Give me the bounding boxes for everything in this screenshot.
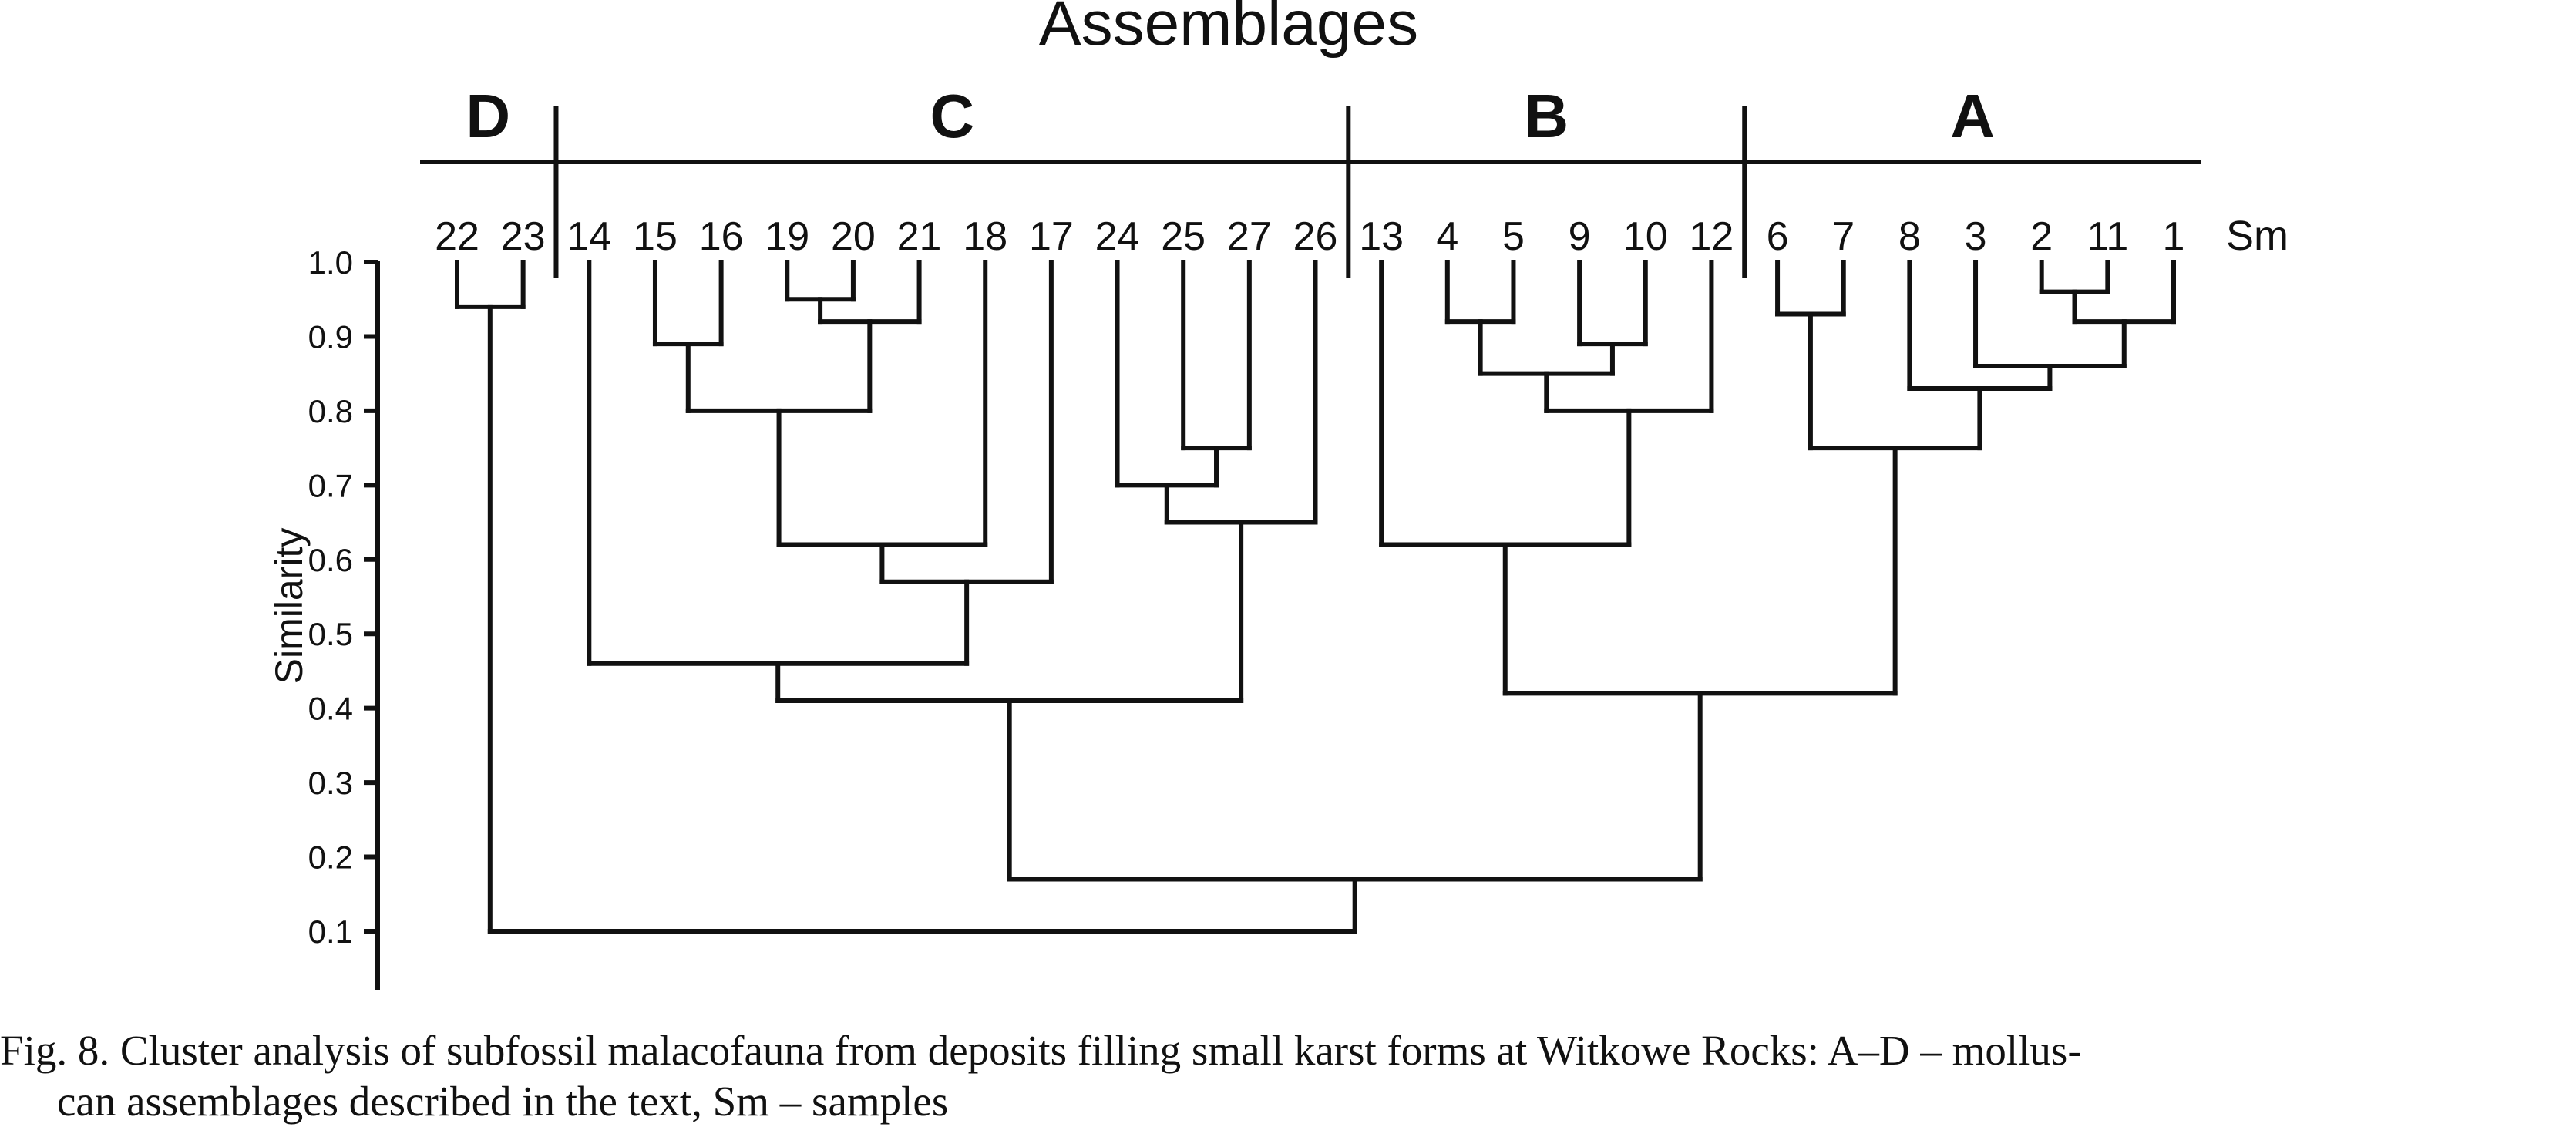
dendrogram-links [455,260,2176,934]
y-tick-label: 0.2 [308,839,353,876]
assemblage-label-b: B [1524,82,1569,150]
sample-label: 21 [897,214,942,259]
y-axis: 0.1 0.2 0.3 0.4 0.5 0.6 0.7 0.8 0.9 1.0 [308,244,380,990]
sample-label: 23 [501,214,546,259]
sample-label: 14 [567,214,611,259]
sample-label: 19 [765,214,809,259]
y-tick-label: 0.5 [308,616,353,652]
y-tick-label: 0.8 [308,393,353,429]
sample-label: 13 [1359,214,1404,259]
sample-label: 27 [1227,214,1272,259]
sample-label: 25 [1161,214,1206,259]
sample-label: 2 [2030,214,2053,259]
sample-label: 11 [2087,214,2128,259]
sample-label: 7 [1832,214,1855,259]
y-axis-label: Similarity [267,528,311,685]
sample-label: 6 [1767,214,1789,259]
y-tick-label: 0.9 [308,318,353,355]
chart-title: Assemblages [1039,0,1418,59]
sample-label: 5 [1502,214,1525,259]
y-tick-label: 0.3 [308,765,353,801]
y-tick-label: 0.7 [308,467,353,503]
assemblage-label-d: D [466,82,510,150]
y-tick-label: 1.0 [308,244,353,281]
sample-label: 18 [963,214,1007,259]
caption-line-1: Fig. 8. Cluster analysis of subfossil ma… [0,1027,2082,1074]
y-tick-label: 0.6 [308,542,353,578]
figure-caption: Fig. 8. Cluster analysis of subfossil ma… [0,1025,2576,1127]
y-tick-label: 0.4 [308,691,353,727]
sample-label: 20 [831,214,876,259]
sample-label: 17 [1029,214,1074,259]
caption-line-2: can assemblages described in the text, S… [57,1078,949,1125]
y-tick-label: 0.1 [308,914,353,950]
sample-label: 10 [1623,214,1668,259]
sample-label: 8 [1898,214,1921,259]
sample-label: 24 [1095,214,1140,259]
sample-label: 3 [1965,214,1987,259]
sample-label: 22 [435,214,479,259]
sample-label: 15 [633,214,678,259]
sample-label: 1 [2163,214,2185,259]
sample-axis-label: Sm [2226,213,2288,259]
assemblage-label-a: A [1950,82,1995,150]
sample-label: 9 [1569,214,1591,259]
assemblage-label-c: C [930,82,975,150]
sample-label: 26 [1293,214,1338,259]
sample-label: 4 [1436,214,1458,259]
sample-label: 12 [1690,214,1734,259]
sample-label: 16 [699,214,744,259]
